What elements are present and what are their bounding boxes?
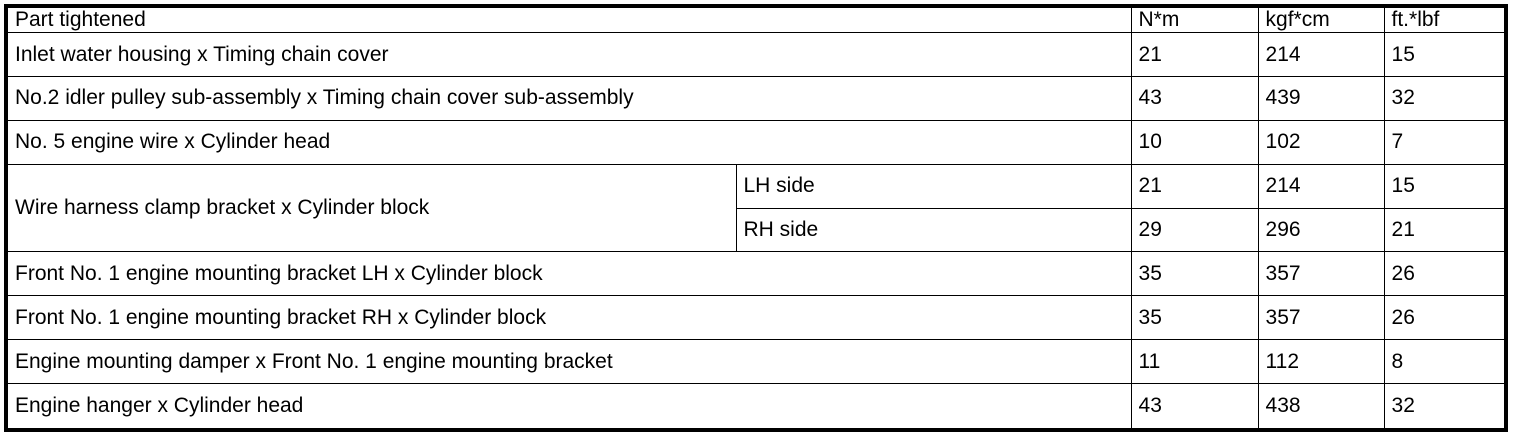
cell-ftlbf: 21: [1383, 207, 1507, 253]
cell-part-name: Inlet water housing x Timing chain cover: [5, 32, 1132, 77]
table-row: Front No. 1 engine mounting bracket RH x…: [5, 295, 1507, 341]
cell-kgfcm: 438: [1257, 383, 1385, 431]
column-header-part-tightened: Part tightened: [5, 5, 1132, 34]
torque-specification-table: Part tightened N*m kgf*cm ft.*lbf Inlet …: [4, 4, 1509, 432]
cell-ftlbf: 15: [1383, 32, 1507, 77]
cell-ftlbf: 7: [1383, 119, 1507, 165]
cell-sub-variant: LH side: [735, 163, 1132, 209]
cell-kgfcm: 357: [1257, 251, 1385, 297]
header-row: Part tightened N*m kgf*cm ft.*lbf: [5, 5, 1507, 34]
table-row: RH side 29 296 21: [6, 207, 1507, 253]
cell-nm: 21: [1130, 163, 1259, 209]
table-row: No.2 idler pulley sub-assembly x Timing …: [5, 76, 1507, 121]
cell-part-name: Engine mounting damper x Front No. 1 eng…: [5, 339, 1132, 385]
cell-kgfcm: 439: [1257, 76, 1385, 121]
cell-part-name: Front No. 1 engine mounting bracket LH x…: [5, 251, 1132, 297]
cell-nm: 11: [1130, 339, 1259, 385]
cell-nm: 35: [1130, 295, 1259, 341]
cell-kgfcm: 214: [1257, 163, 1385, 209]
cell-sub-variant: RH side: [735, 207, 1132, 253]
cell-nm: 35: [1130, 251, 1259, 297]
table-row: Engine hanger x Cylinder head 43 438 32: [5, 383, 1507, 431]
cell-nm: 21: [1130, 32, 1259, 77]
cell-nm: 43: [1130, 383, 1259, 431]
cell-ftlbf: 8: [1383, 339, 1507, 385]
cell-nm: 29: [1130, 207, 1259, 253]
cell-kgfcm: 214: [1257, 32, 1385, 77]
cell-nm: 10: [1130, 119, 1259, 165]
column-header-ftlbf: ft.*lbf: [1383, 5, 1507, 34]
cell-ftlbf: 26: [1383, 295, 1507, 341]
cell-kgfcm: 296: [1257, 207, 1385, 253]
cell-ftlbf: 15: [1383, 163, 1507, 209]
table-header: Part tightened N*m kgf*cm ft.*lbf: [5, 5, 1507, 34]
cell-part-name: Front No. 1 engine mounting bracket RH x…: [5, 295, 1132, 341]
column-header-nm: N*m: [1130, 5, 1259, 34]
cell-part-name: No. 5 engine wire x Cylinder head: [5, 119, 1132, 165]
table-row: Front No. 1 engine mounting bracket LH x…: [5, 251, 1507, 297]
cell-ftlbf: 32: [1383, 76, 1507, 121]
table-row: Inlet water housing x Timing chain cover…: [5, 32, 1507, 77]
table-body: Inlet water housing x Timing chain cover…: [5, 32, 1507, 431]
cell-part-name-merged: Wire harness clamp bracket x Cylinder bl…: [5, 163, 737, 253]
cell-ftlbf: 32: [1383, 383, 1507, 431]
column-header-kgfcm: kgf*cm: [1257, 5, 1385, 34]
cell-part-name: Engine hanger x Cylinder head: [5, 383, 1132, 431]
cell-kgfcm: 112: [1257, 339, 1385, 385]
cell-kgfcm: 357: [1257, 295, 1385, 341]
cell-nm: 43: [1130, 76, 1259, 121]
cell-kgfcm: 102: [1257, 119, 1385, 165]
table-row: Engine mounting damper x Front No. 1 eng…: [5, 339, 1507, 385]
table-row: Wire harness clamp bracket x Cylinder bl…: [5, 163, 1507, 253]
table-row: No. 5 engine wire x Cylinder head 10 102…: [5, 119, 1507, 165]
cell-ftlbf: 26: [1383, 251, 1507, 297]
cell-part-name: No.2 idler pulley sub-assembly x Timing …: [5, 76, 1132, 121]
